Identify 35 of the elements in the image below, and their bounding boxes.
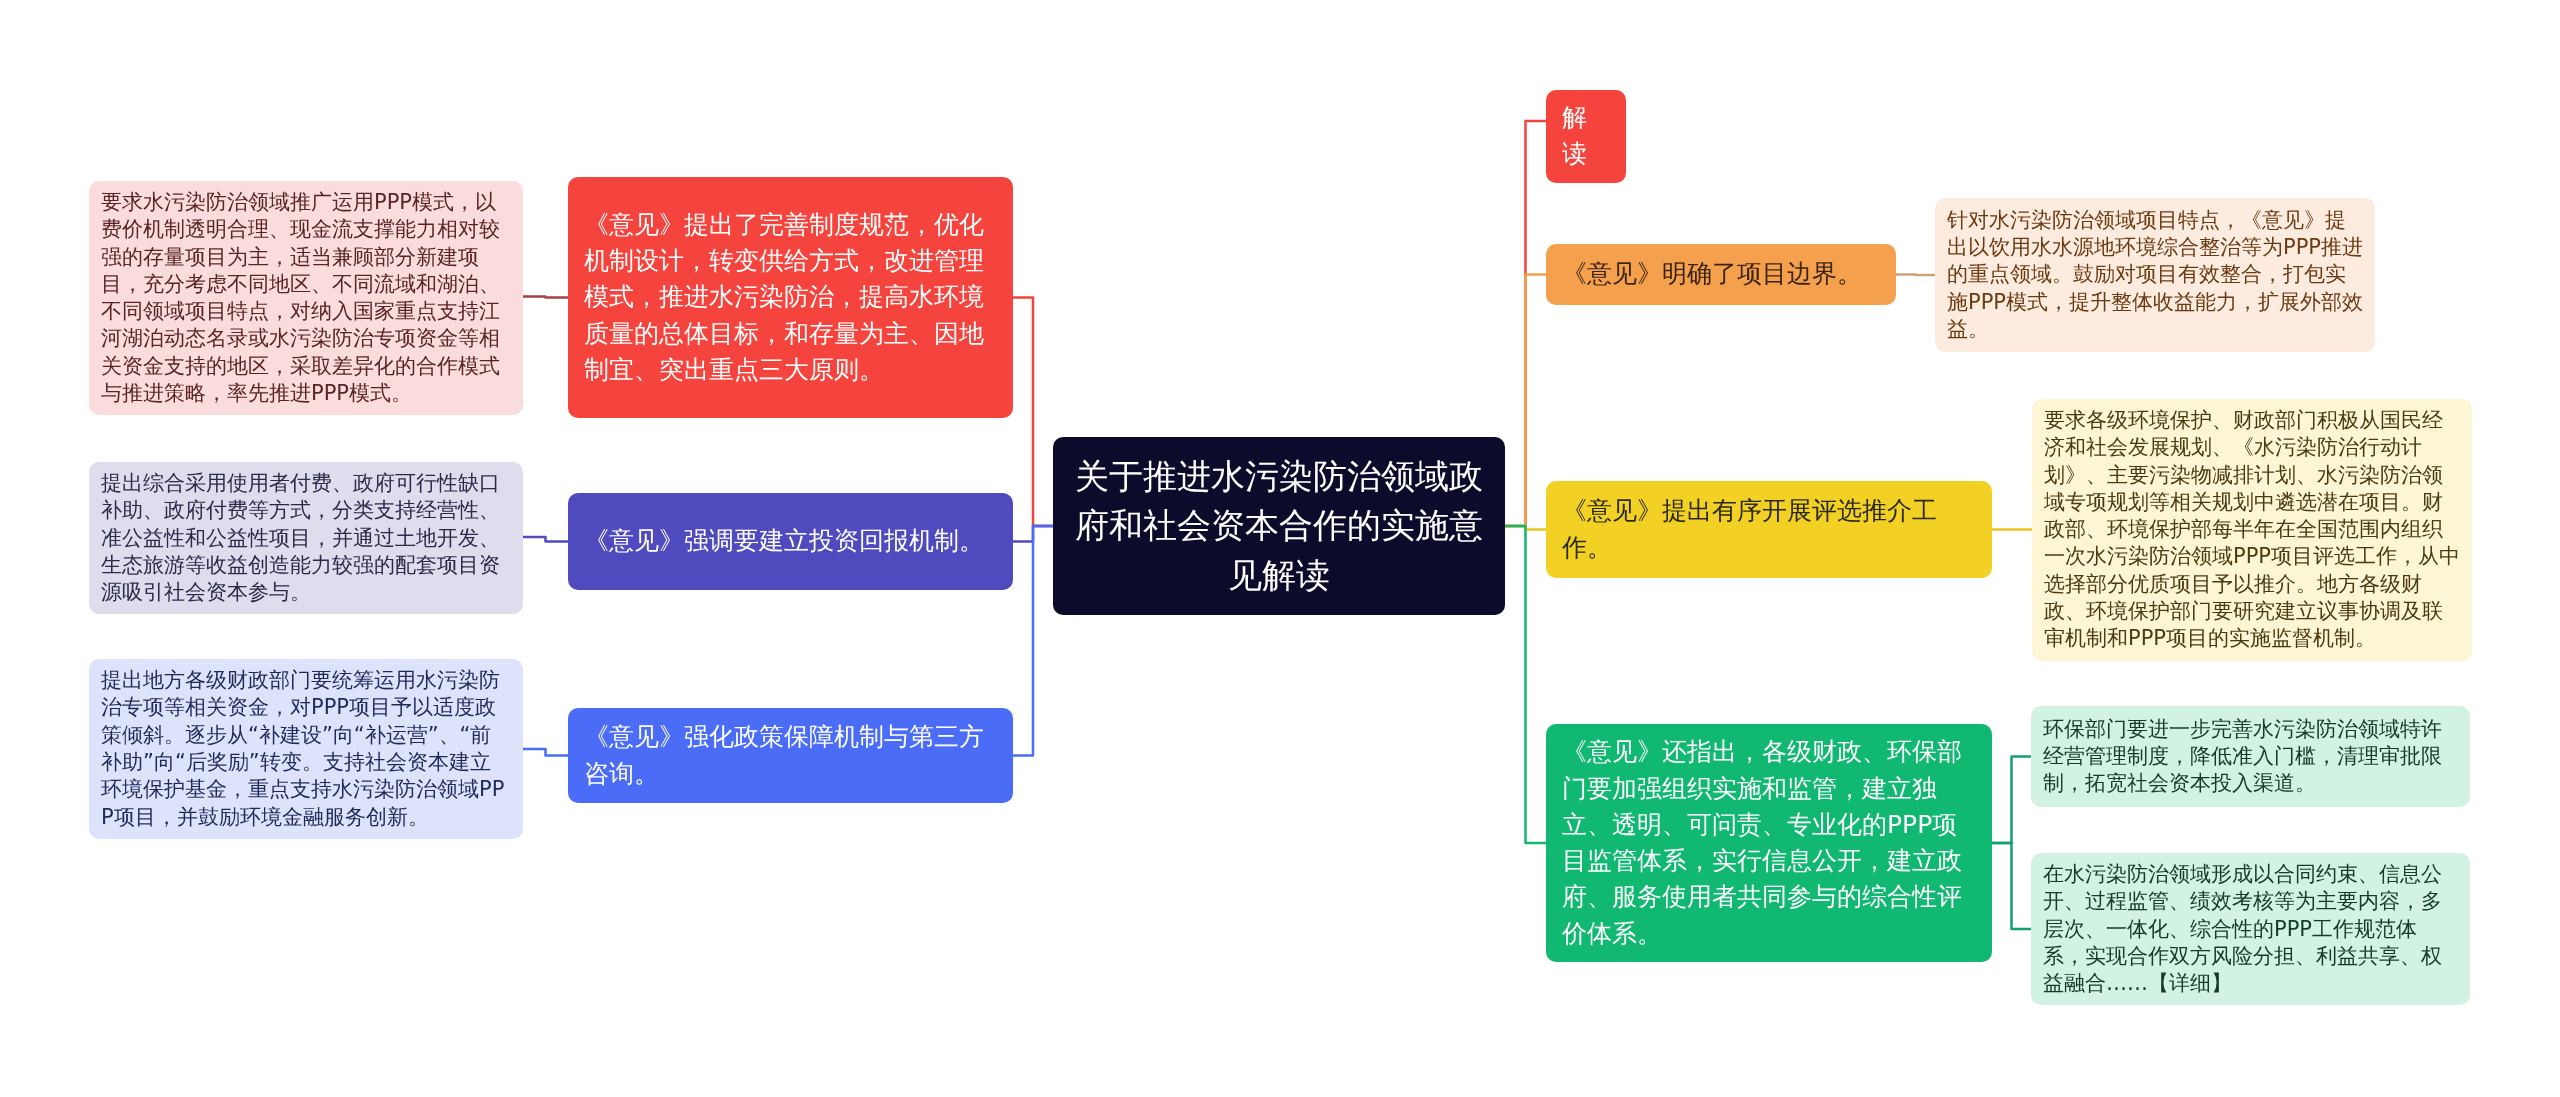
topic-box xyxy=(1546,724,1992,962)
detail-text: 要求各级环境保护、财政部门积极从国民经济和社会发展规划、《水污染防治行动计划》、主要污染物减排计划、水污染防治领域专项规划等相关规划中遴选潜在项目。财政部、环境保护部每半年在全国范围内组织一次水污染防治领域PPP项目评选工作，从中选择部分优质项目予以推介。地方各级财政、环境保护部门要研究建立议事协调及联审机制和PPP项目的实施监督机制。 xyxy=(2044,407,2460,653)
central-topic-text: 关于推进水污染防治领域政府和社会资本合作的实施意见解读 xyxy=(1075,455,1483,597)
connector-line xyxy=(1505,524,1546,845)
connector-line xyxy=(1013,524,1053,757)
connector-line xyxy=(523,295,568,299)
detail-box xyxy=(89,462,523,615)
central-topic-box xyxy=(1053,437,1505,615)
topic-text: 《意见》强调要建立投资回报机制。 xyxy=(584,525,984,558)
detail-text: 针对水污染防治领域项目特点，《意见》提出以饮用水水源地环境综合整治等为PPP推进的重点领域。鼓励对项目有效整合，打包实施PPP模式，提升整体收益能力，扩展外部效益。 xyxy=(1947,206,2363,343)
detail-box xyxy=(1935,198,2375,352)
detail-text: 环保部门要进一步完善水污染防治领域特许经营管理制度，降低准入门槛，清理审批限制，拓宽社会资本投入渠道。 xyxy=(2043,715,2443,798)
connector-line xyxy=(1992,841,2031,931)
detail-text: 提出地方各级财政部门要统筹运用水污染防治专项等相关资金，对PPP项目予以适度政策倾斜。逐步从“补建设”向“补运营”、“前补助”向“后奖励”转变。支持社会资本建立环境保护基金，重点支持水污染防治领域PPP项目，并鼓励环境金融服务创新。 xyxy=(101,667,506,831)
connector-line xyxy=(523,747,568,757)
connector-line xyxy=(1896,273,1935,277)
topic-box xyxy=(568,493,1013,590)
topic-box xyxy=(1546,481,1992,578)
topic-box xyxy=(568,177,1013,418)
topic-text: 《意见》明确了项目边界。 xyxy=(1562,258,1862,291)
detail-box xyxy=(2031,706,2470,807)
topic-text: 解读 xyxy=(1562,102,1588,171)
detail-box xyxy=(2031,853,2470,1006)
topic-box xyxy=(568,708,1013,803)
topic-box xyxy=(1546,90,1626,183)
topic-text: 《意见》提出了完善制度规范，优化机制设计，转变供给方式，改进管理模式，推进水污染防治，提高水环境质量的总体目标，和存量为主、因地制宜、突出重点三大原则。 xyxy=(584,208,985,386)
topic-text: 《意见》提出有序开展评选推介工作。 xyxy=(1562,495,1938,564)
topic-box xyxy=(1546,244,1896,305)
topic-text: 《意见》强化政策保障机制与第三方咨询。 xyxy=(584,721,985,790)
detail-text: 在水污染防治领域形成以合同约束、信息公开、过程监管、绩效考核等为主要内容，多层次、一体化、综合性的PPP工作规范体系，实现合作双方风险分担、利益共享、权益融合……【详细】 xyxy=(2043,861,2443,998)
connector-line xyxy=(1992,528,2032,531)
connector-line xyxy=(523,535,568,543)
detail-text: 提出综合采用使用者付费、政府可行性缺口补助、政府付费等方式，分类支持经营性、准公益性和公益性项目，并通过土地开发、生态旅游等收益创造能力较强的配套项目资源吸引社会资本参与。 xyxy=(101,470,501,607)
detail-text: 要求水污染防治领域推广运用PPP模式，以费价机制透明合理、现金流支撑能力相对较强的存量项目为主，适当兼顾部分新建项目，充分考虑不同地区、不同流域和湖泊、不同领域项目特点，对纳入国家重点支持江河湖泊动态名录或水污染防治专项资金等相关资金支持的地区，采取差异化的合作模式与推进策略，率先推进PPP模式。 xyxy=(101,189,501,408)
topic-text: 《意见》还指出，各级财政、环保部门要加强组织实施和监管，建立独立、透明、可问责、专业化的PPP项目监管体系，实行信息公开，建立政府、服务使用者共同参与的综合性评价体系。 xyxy=(1562,736,1963,950)
